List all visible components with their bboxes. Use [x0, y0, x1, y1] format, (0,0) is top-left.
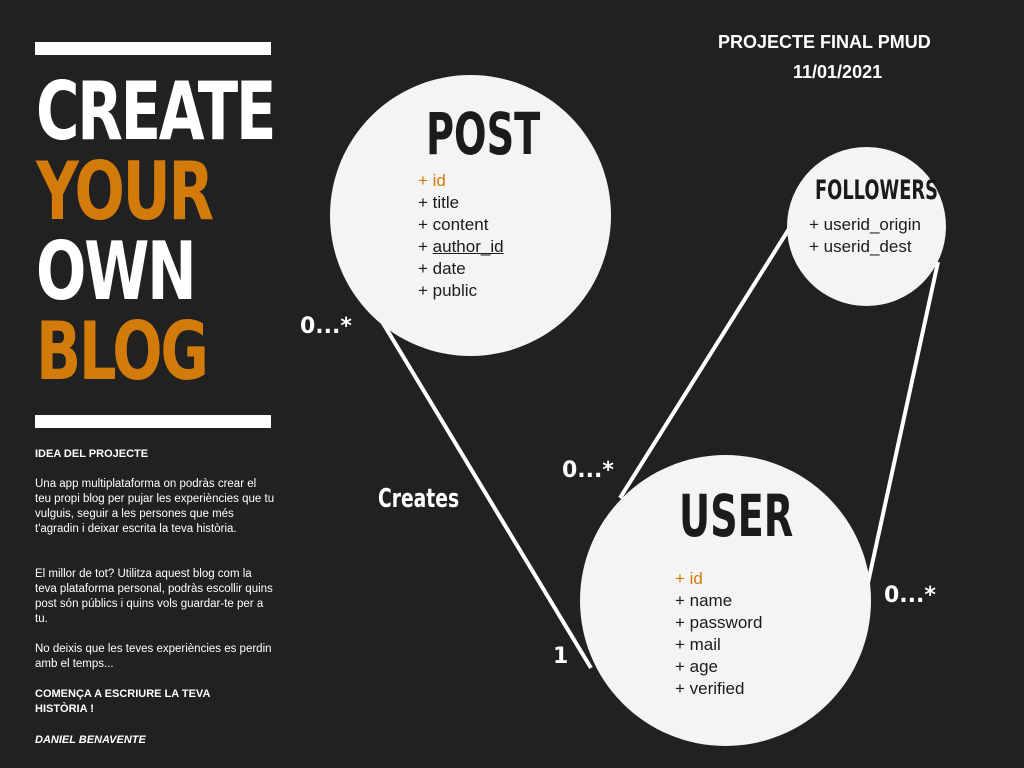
top-divider-bar: [35, 42, 271, 55]
creates-line: [361, 288, 593, 670]
multiplicity-user-creates-side: 1: [553, 644, 569, 669]
post-attr-public: + public: [418, 281, 478, 300]
idea-heading: IDEA DEL PROJECTE: [35, 448, 149, 460]
multiplicity-post-side: 0...*: [300, 314, 352, 339]
post-entity-name: POST: [426, 100, 541, 168]
user-attr-password: + password: [675, 613, 763, 632]
description-paragraph-1: Una app multiplataforma on podràs crear …: [35, 478, 275, 535]
user-attr-mail: + mail: [675, 635, 721, 654]
user-attr-verified: + verified: [675, 679, 745, 698]
follows-line-left: [618, 203, 806, 500]
bottom-divider-bar: [35, 415, 271, 428]
followers-entity-name: FOLLOWERS: [815, 175, 938, 206]
multiplicity-user-followers-side: 0...*: [562, 458, 614, 483]
title-word-your: YOUR: [36, 145, 214, 238]
multiplicity-followers-right-side: 0...*: [884, 583, 936, 608]
author-name: DANIEL BENAVENTE: [35, 734, 146, 746]
title-word-own: OWN: [36, 225, 197, 318]
post-attr-author-id-text: author_id: [432, 237, 504, 256]
post-attr-content: + content: [418, 215, 489, 234]
project-date: 11/01/2021: [793, 62, 883, 82]
creates-relationship-label: Creates: [378, 484, 460, 514]
call-to-action: COMENÇA A ESCRIURE LA TEVA HISTÒRIA !: [35, 688, 210, 715]
user-attr-id: + id: [675, 569, 703, 588]
post-attr-id: + id: [418, 171, 446, 190]
user-attr-age: + age: [675, 657, 719, 676]
user-entity-name: USER: [679, 482, 794, 550]
user-attributes: + id + name + password + mail + age + ve…: [675, 568, 762, 700]
user-entity-circle: [580, 455, 871, 746]
follows-line-right: [864, 261, 940, 593]
project-title: PROJECTE FINAL PMUD: [718, 32, 931, 52]
post-attr-author-id: + author_id: [418, 237, 504, 256]
description-paragraph-3: No deixis que les teves experiències es …: [35, 643, 272, 670]
followers-attributes: + userid_origin + userid_dest: [809, 214, 921, 258]
followers-attr-userid-origin: + userid_origin: [809, 215, 921, 234]
title-word-create: CREATE: [36, 65, 276, 158]
post-attr-date: + date: [418, 259, 466, 278]
followers-attr-userid-dest: + userid_dest: [809, 237, 912, 256]
post-entity-circle: [330, 75, 611, 356]
post-attr-title: + title: [418, 193, 460, 212]
followers-entity-circle: [787, 147, 946, 306]
title-word-blog: BLOG: [36, 305, 209, 398]
description-paragraph-2: El millor de tot? Utilitza aquest blog c…: [35, 568, 273, 625]
user-attr-name: + name: [675, 591, 733, 610]
post-attributes: + id + title + content + author_id + dat…: [418, 170, 504, 302]
